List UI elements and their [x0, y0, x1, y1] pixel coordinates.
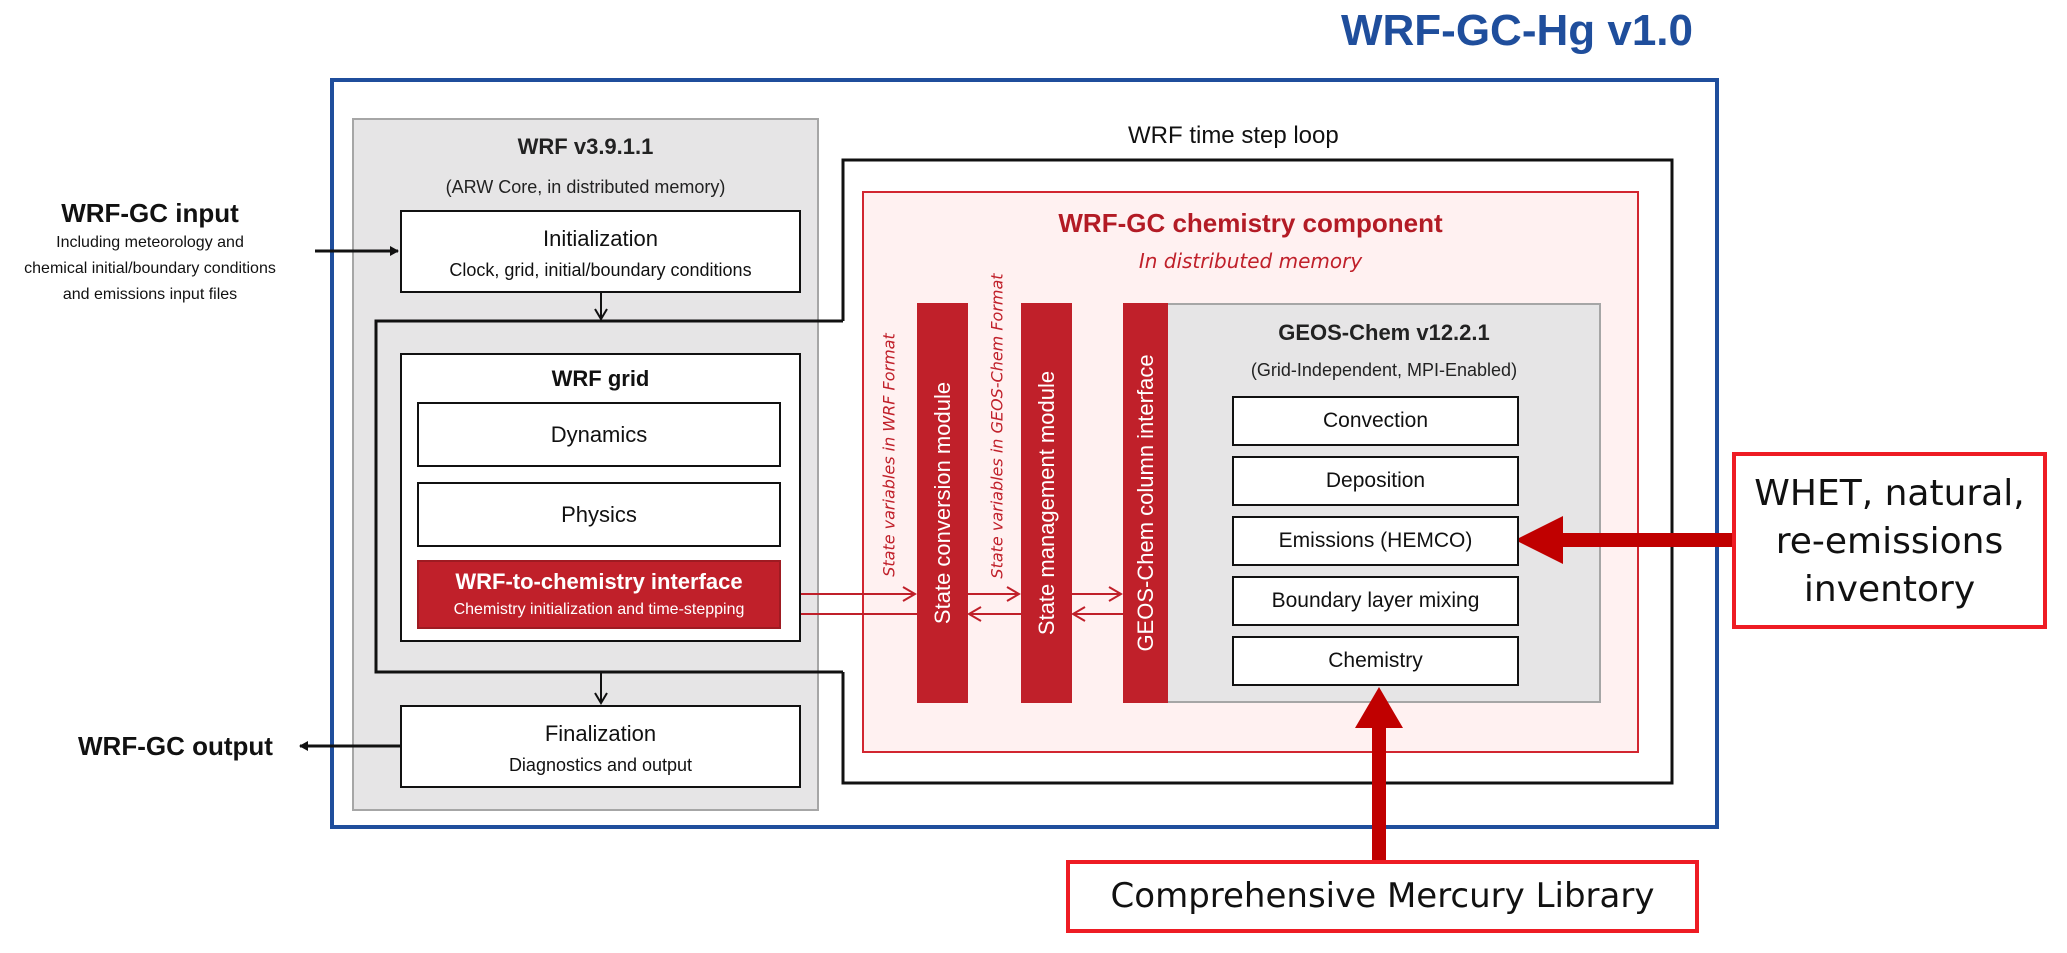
chemistry-component-subtitle: In distributed memory	[1138, 249, 1363, 273]
finalization-title: Finalization	[544, 721, 657, 746]
interface-title: WRF-to-chemistry interface	[455, 569, 743, 594]
inventory-line: inventory	[1803, 569, 1976, 610]
inventory-line: WHET, natural,	[1754, 473, 2025, 514]
flow-label-wrf-format: State variables in WRF Format	[879, 333, 899, 577]
initialization-box: Initialization Clock, grid, initial/boun…	[400, 210, 801, 293]
input-title: WRF-GC input	[61, 198, 239, 228]
finalization-subtitle: Diagnostics and output	[508, 755, 693, 775]
wrf-title: WRF v3.9.1.1	[517, 134, 654, 159]
input-desc-line: and emissions input files	[62, 286, 238, 303]
geos-chem-column-interface: GEOS-Chem column interface	[1123, 303, 1168, 703]
input-desc-line: chemical initial/boundary conditions	[24, 260, 276, 277]
process-boundary-layer-mixing: Boundary layer mixing	[1232, 576, 1519, 626]
wrf-to-chemistry-interface-box: WRF-to-chemistry interface Chemistry ini…	[417, 560, 781, 629]
state-conversion-module: State conversion module	[917, 303, 968, 703]
time-loop-label: WRF time step loop	[1128, 122, 1339, 149]
geos-chem-subtitle: (Grid-Independent, MPI-Enabled)	[1250, 360, 1518, 380]
dynamics-box: Dynamics	[417, 402, 781, 467]
diagram-title: WRF-GC-Hg v1.0	[1341, 6, 1693, 55]
interface-subtitle: Chemistry initialization and time-steppi…	[453, 601, 745, 618]
flow-label-geos-chem-format: State variables in GEOS-Chem Format	[987, 273, 1007, 579]
chemistry-component-title: WRF-GC chemistry component	[1058, 208, 1443, 238]
process-chemistry: Chemistry	[1232, 636, 1519, 686]
initialization-subtitle: Clock, grid, initial/boundary conditions	[449, 260, 752, 280]
finalization-box: Finalization Diagnostics and output	[400, 705, 801, 788]
wrf-grid-title: WRF grid	[551, 366, 650, 391]
process-deposition: Deposition	[1232, 456, 1519, 506]
wrf-gc-input-block: WRF-GC input Including meteorology and c…	[0, 196, 300, 308]
emissions-inventory-box: WHET, natural, re-emissions inventory	[1732, 452, 2047, 629]
mercury-library-box: Comprehensive Mercury Library	[1066, 860, 1699, 933]
geos-chem-title: GEOS-Chem v12.2.1	[1278, 320, 1490, 345]
input-desc-line: Including meteorology and	[56, 234, 244, 251]
wrf-gc-hg-frame	[330, 78, 1719, 829]
wrf-subtitle: (ARW Core, in distributed memory)	[445, 177, 726, 197]
state-management-module: State management module	[1021, 303, 1072, 703]
wrf-gc-output-title: WRF-GC output	[78, 731, 273, 761]
inventory-line: re-emissions	[1775, 521, 2004, 562]
process-emissions-hemco: Emissions (HEMCO)	[1232, 516, 1519, 566]
physics-box: Physics	[417, 482, 781, 547]
initialization-title: Initialization	[543, 226, 658, 251]
process-convection: Convection	[1232, 396, 1519, 446]
